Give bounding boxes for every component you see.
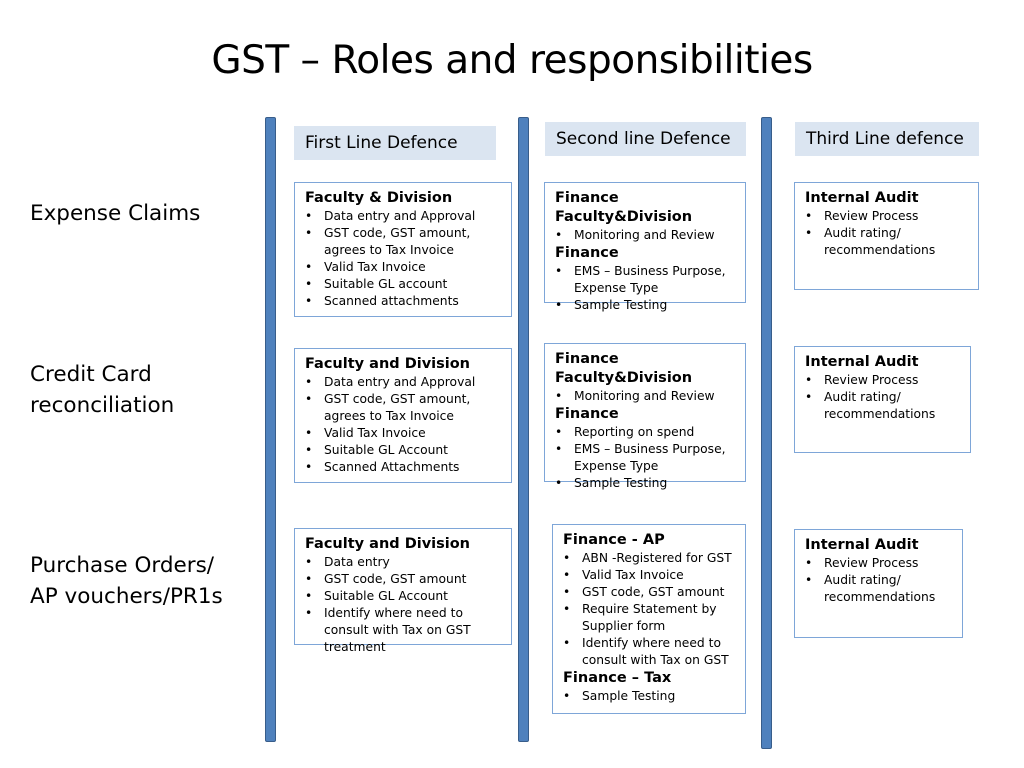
divider-bar-2 xyxy=(518,117,529,742)
bullet-item: GST code, GST amount, agrees to Tax Invo… xyxy=(305,225,503,259)
column-header-first-line: First Line Defence xyxy=(294,126,496,160)
bullet-item: Monitoring and Review xyxy=(555,388,737,405)
bullet-item: Data entry and Approval xyxy=(305,208,503,225)
row-label-line: Expense Claims xyxy=(30,201,201,226)
responsibility-box: Internal AuditReview ProcessAudit rating… xyxy=(794,529,963,638)
section-heading: Faculty and Division xyxy=(305,356,471,372)
section-heading: Finance Faculty&Division xyxy=(555,351,693,386)
divider-bar-1 xyxy=(265,117,276,742)
column-header-third-line: Third Line defence xyxy=(795,122,979,156)
section-heading: Internal Audit xyxy=(805,537,919,553)
bullet-item: Data entry and Approval xyxy=(305,374,503,391)
row-label-line: reconciliation xyxy=(30,393,175,418)
section-heading: Internal Audit xyxy=(805,354,919,370)
bullet-item: Sample Testing xyxy=(563,688,737,705)
bullet-item: Sample Testing xyxy=(555,475,737,492)
row-label: Purchase Orders/AP vouchers/PR1s xyxy=(30,550,223,612)
responsibility-box: Faculty and DivisionData entry and Appro… xyxy=(294,348,512,483)
bullet-item: Valid Tax Invoice xyxy=(305,425,503,442)
section-heading: Internal Audit xyxy=(805,190,919,206)
section-heading: Finance xyxy=(555,406,619,422)
section-heading: Finance Faculty&Division xyxy=(555,190,693,225)
responsibility-box: Internal AuditReview ProcessAudit rating… xyxy=(794,182,979,290)
bullet-item: Suitable GL Account xyxy=(305,588,503,605)
section-heading: Finance - AP xyxy=(563,532,665,548)
bullet-item: Audit rating/ recommendations xyxy=(805,572,954,606)
bullet-item: Review Process xyxy=(805,555,954,572)
bullet-item: Require Statement by Supplier form xyxy=(563,601,737,635)
bullet-item: GST code, GST amount xyxy=(305,571,503,588)
bullet-item: Suitable GL account xyxy=(305,276,503,293)
section-heading: Finance – Tax xyxy=(563,670,672,686)
bullet-item: Data entry xyxy=(305,554,503,571)
bullet-item: Monitoring and Review xyxy=(555,227,737,244)
bullet-item: Identify where need to consult with Tax … xyxy=(563,635,737,669)
row-label: Credit Card reconciliation xyxy=(30,359,174,421)
bullet-item: Suitable GL Account xyxy=(305,442,503,459)
section-heading: Finance xyxy=(555,245,619,261)
responsibility-box: Internal AuditReview ProcessAudit rating… xyxy=(794,346,971,453)
bullet-item: Scanned attachments xyxy=(305,293,503,310)
responsibility-box: Finance Faculty&DivisionMonitoring and R… xyxy=(544,182,746,314)
bullet-item: Valid Tax Invoice xyxy=(305,259,503,276)
section-heading: Faculty and Division xyxy=(305,536,471,552)
row-label-line: Purchase Orders/ xyxy=(30,553,215,578)
bullet-item: Valid Tax Invoice xyxy=(563,567,737,584)
responsibility-box: Faculty and DivisionData entryGST code, … xyxy=(294,528,512,654)
bullet-item: EMS – Business Purpose, Expense Type xyxy=(555,441,737,475)
bullet-item: EMS – Business Purpose, Expense Type xyxy=(555,263,737,297)
responsibility-box: Finance Faculty&DivisionMonitoring and R… xyxy=(544,343,746,492)
bullet-item: Review Process xyxy=(805,208,970,225)
bullet-item: Identify where need to consult with Tax … xyxy=(305,605,503,656)
bullet-item: Scanned Attachments xyxy=(305,459,503,476)
bullet-item: Review Process xyxy=(805,372,962,389)
column-header-second-line: Second line Defence xyxy=(545,122,746,156)
bullet-item: Reporting on spend xyxy=(555,424,737,441)
bullet-item: ABN -Registered for GST xyxy=(563,550,737,567)
bullet-item: GST code, GST amount, agrees to Tax Invo… xyxy=(305,391,503,425)
row-label-line: AP vouchers/PR1s xyxy=(30,584,223,609)
divider-bar-3 xyxy=(761,117,772,749)
responsibility-box: Finance - AP ABN -Registered for GSTValid… xyxy=(552,524,746,714)
section-heading: Faculty & Division xyxy=(305,190,453,206)
row-label: Expense Claims xyxy=(30,198,200,229)
slide-title: GST – Roles and responsibilities xyxy=(211,38,813,83)
bullet-item: Audit rating/ recommendations xyxy=(805,225,970,259)
bullet-item: GST code, GST amount xyxy=(563,584,737,601)
responsibility-box: Faculty & DivisionData entry and Approva… xyxy=(294,182,512,317)
bullet-item: Audit rating/ recommendations xyxy=(805,389,962,423)
bullet-item: Sample Testing xyxy=(555,297,737,314)
row-label-line: Credit Card xyxy=(30,362,152,387)
